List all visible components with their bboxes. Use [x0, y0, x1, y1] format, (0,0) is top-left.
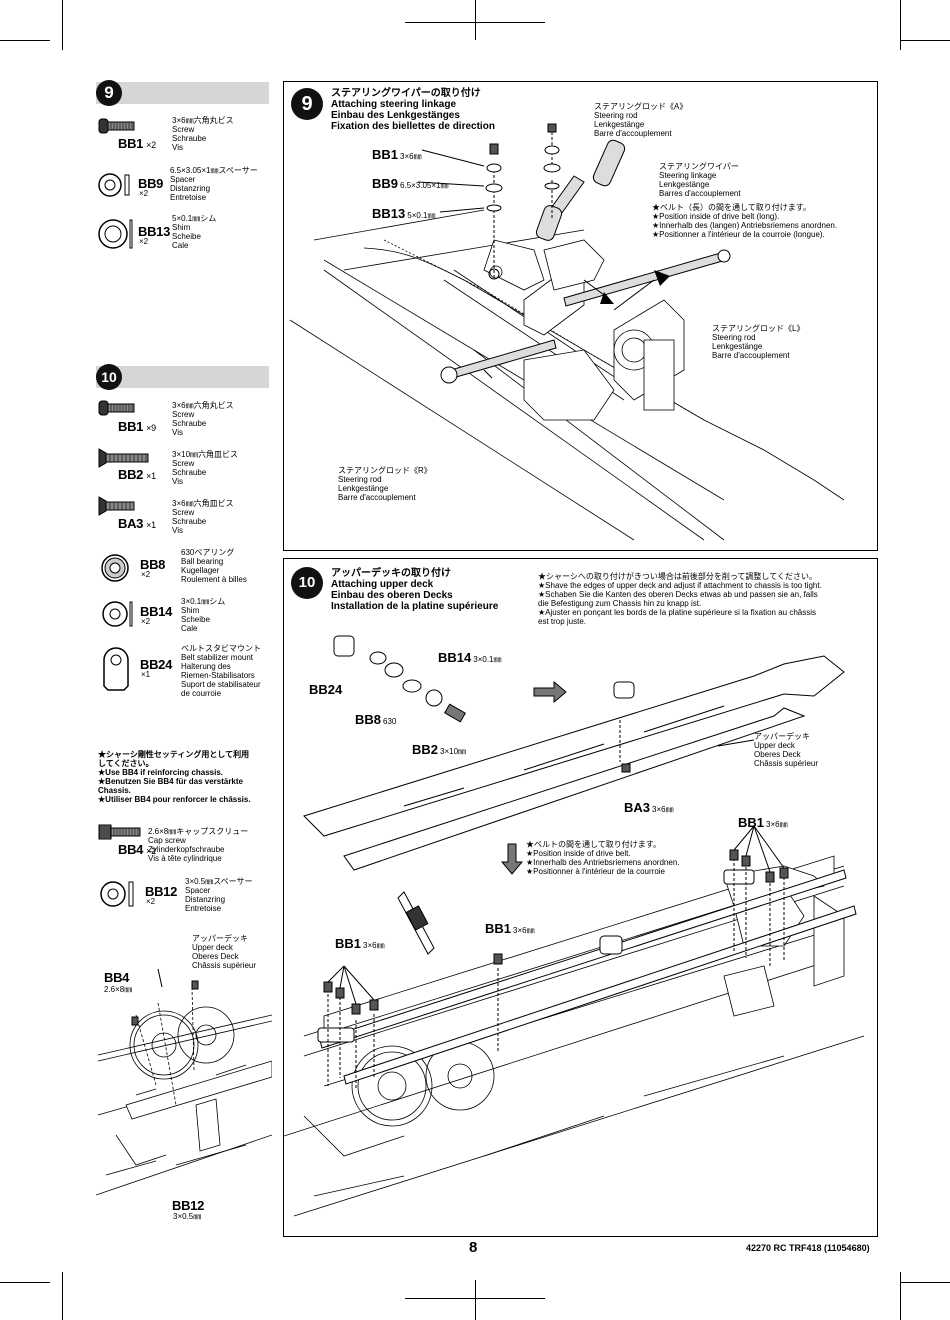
- part-description: ベルトスタビマウント Belt stabilizer mount Halteru…: [181, 644, 261, 698]
- spacer-icon: [98, 173, 130, 197]
- upper-deck-label: アッパーデッキ Upper deck Oberes Deck Châssis s…: [754, 732, 819, 768]
- part-description: 3×6㎜六角丸ビス Screw Schraube Vis: [172, 116, 234, 152]
- part-description: 6.5×3.05×1㎜スペーサー Spacer Distanzring Entr…: [170, 166, 258, 202]
- screw-icon: [98, 118, 135, 134]
- part-qty: ×2: [141, 617, 151, 626]
- steering-wiper-note: ★ベルト（長）の間を通して取り付けます。 ★Position inside of…: [652, 203, 838, 239]
- screw-icon: [98, 400, 135, 416]
- steering-rod-a-label: ステアリングロッド《A》 Steering rod Lenkgestänge B…: [594, 102, 688, 138]
- steering-assembly-drawing: [289, 123, 845, 541]
- upper-deck-assembly-drawing: [284, 635, 865, 1217]
- shim-icon: [102, 601, 133, 627]
- bb12-size: 3×0.5㎜: [173, 1212, 202, 1221]
- shave-note: ★シャーシへの取り付けがきつい場合は前後部分を削って調整してください。 ★Sha…: [538, 572, 822, 626]
- part-qty: ×1: [141, 670, 151, 679]
- part-code: BB4×2: [118, 842, 156, 857]
- option-deck-label: アッパーデッキ Upper deck Oberes Deck Châssis s…: [192, 934, 257, 970]
- option-assembly-drawing: [96, 968, 272, 1196]
- part-code: BB13: [138, 224, 171, 239]
- steering-rod-l-label: ステアリングロッド《L》 Steering rod Lenkgestänge B…: [712, 324, 805, 360]
- step9-number-badge: 9: [96, 80, 122, 106]
- flat-screw-icon: [98, 448, 149, 468]
- document-id: 42270 RC TRF418 (11054680): [746, 1243, 870, 1253]
- part-code: BB12: [145, 884, 178, 899]
- shim-icon: [98, 219, 133, 249]
- belt-note: ★ベルトの間を通して取り付けます。 ★Position inside of dr…: [526, 840, 680, 876]
- bb24-callout: BB24: [309, 682, 343, 697]
- step9-panel: [283, 81, 878, 551]
- part-description: 5×0.1㎜シム Shim Scheibe Cale: [172, 214, 217, 250]
- part-description: 3×6㎜六角丸ビス Screw Schraube Vis: [172, 401, 234, 437]
- part-code: BB8: [140, 557, 166, 572]
- ball-bearing-icon: [101, 554, 129, 582]
- part-description: 630ベアリング Ball bearing Kugellager Rouleme…: [181, 548, 247, 584]
- flat-screw-icon: [98, 496, 135, 516]
- option-note: ★シャーシ剛性セッティング用として利用 してください。 ★Use BB4 if …: [98, 750, 251, 804]
- part-code: BB1×9: [118, 419, 156, 434]
- part-code: BB9: [138, 176, 164, 191]
- belt-stabilizer-mount-icon: [103, 647, 129, 691]
- step10-big-number: 10: [291, 567, 323, 599]
- part-description: 2.6×8㎜キャップスクリュー Cap screw Zylinderkopfsc…: [148, 827, 249, 863]
- step10-title: アッパーデッキの取り付け Attaching upper deck Einbau…: [331, 568, 499, 612]
- part-qty: ×2: [146, 897, 156, 906]
- step9-parts-header: [96, 82, 269, 104]
- bb4-size: 2.6×8㎜: [104, 985, 133, 994]
- part-code: BB24: [140, 657, 173, 672]
- bb4-callout: BB4: [104, 970, 130, 985]
- part-code: BB1×2: [118, 136, 156, 151]
- step10-panel: [283, 558, 878, 1237]
- step9-big-number: 9: [291, 88, 323, 120]
- bb12-callout: BB12: [172, 1198, 205, 1213]
- part-description: 3×6㎜六角皿ビス Screw Schraube Vis: [172, 499, 234, 535]
- part-description: 3×0.1㎜シム Shim Scheibe Cale: [181, 597, 226, 633]
- part-qty: ×2: [139, 237, 149, 246]
- step10-parts-header: [96, 366, 269, 388]
- part-qty: ×2: [141, 570, 151, 579]
- cap-screw-icon: [98, 824, 141, 840]
- steering-rod-r-label: ステアリングロッド《R》 Steering rod Lenkgestänge B…: [338, 466, 432, 502]
- step10-number-badge: 10: [96, 364, 122, 390]
- spacer-icon: [100, 881, 134, 907]
- part-qty: ×2: [139, 189, 149, 198]
- step9-title: ステアリングワイパーの取り付け Attaching steering linka…: [331, 88, 495, 132]
- part-description: 3×0.5㎜スペーサー Spacer Distanzring Entretois…: [185, 877, 253, 913]
- page-number: 8: [469, 1239, 478, 1256]
- part-code: BB2×1: [118, 467, 156, 482]
- part-code: BB14: [140, 604, 173, 619]
- part-description: 3×10㎜六角皿ビス Screw Schraube Vis: [172, 450, 239, 486]
- part-code: BA3×1: [118, 516, 156, 531]
- steering-wiper-label: ステアリングワイパー Steering linkage Lenkgestänge…: [659, 162, 741, 198]
